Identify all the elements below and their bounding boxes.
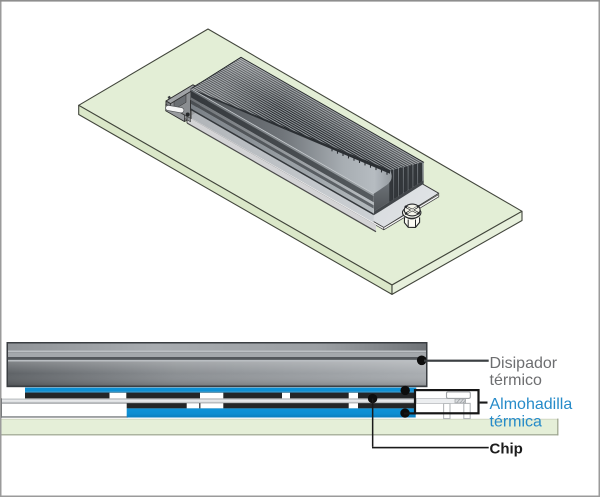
svg-text:térmica: térmica bbox=[490, 414, 543, 431]
svg-text:Almohadilla: Almohadilla bbox=[490, 396, 573, 413]
svg-text:térmico: térmico bbox=[490, 372, 543, 389]
svg-text:Disipador: Disipador bbox=[490, 355, 558, 372]
svg-text:Chip: Chip bbox=[490, 441, 523, 458]
